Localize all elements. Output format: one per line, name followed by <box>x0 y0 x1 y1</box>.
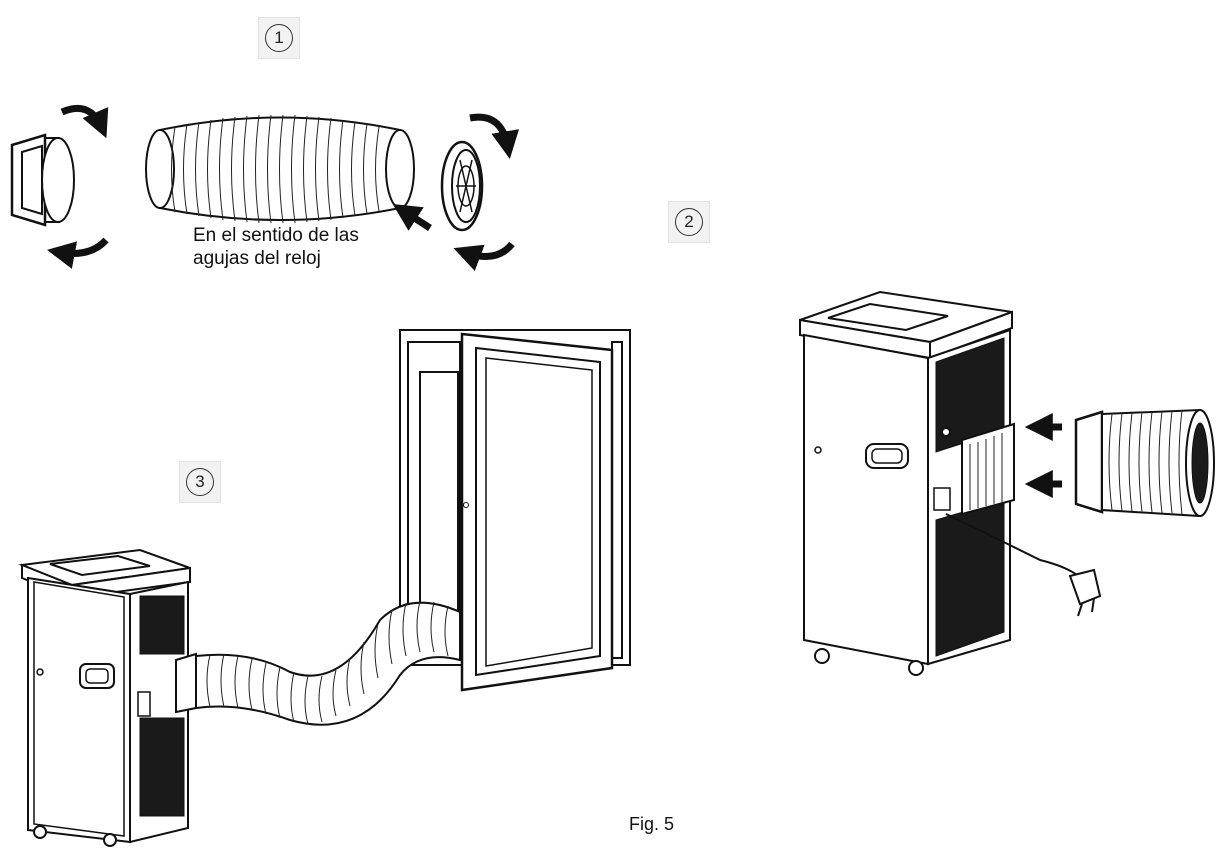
step-2-number: 2 <box>675 208 703 236</box>
rotate-arrow-bottom-right <box>453 241 515 272</box>
air-conditioner-unit-rear <box>799 290 1102 676</box>
rotate-arrow-top-right <box>469 113 520 160</box>
step-1-number: 1 <box>265 24 293 52</box>
rotation-caption: En el sentido de las agujas del reloj <box>193 224 359 270</box>
air-conditioner-unit-installed <box>18 548 191 847</box>
window-adapter-square <box>10 133 75 227</box>
caption-line-1: En el sentido de las <box>193 225 359 246</box>
step-3-badge: 3 <box>179 461 221 503</box>
insert-arrow <box>392 203 432 231</box>
exhaust-hose-installed <box>175 600 461 726</box>
hose-with-adapter <box>1074 408 1215 518</box>
figure-label: Fig. 5 <box>629 814 675 834</box>
unit-adapter-round <box>440 140 484 232</box>
step-3-number: 3 <box>186 468 214 496</box>
step-2-badge: 2 <box>668 201 710 243</box>
step-1-badge: 1 <box>258 17 300 59</box>
step-1-hose-assembly <box>10 105 520 272</box>
rotate-arrow-bottom-left <box>46 237 109 269</box>
window-frame <box>399 329 631 692</box>
rotate-arrow-top-left <box>60 105 109 139</box>
flexible-hose <box>145 114 415 224</box>
caption-line-2: agujas del reloj <box>193 248 321 269</box>
